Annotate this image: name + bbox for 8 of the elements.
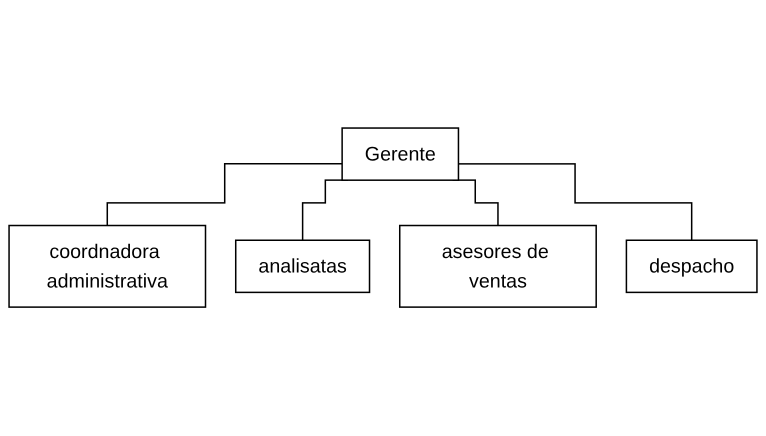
connector (458, 164, 692, 242)
node-box (341, 128, 460, 182)
node-box (8, 225, 206, 308)
node-box (626, 240, 758, 294)
connector (106, 163, 342, 227)
node-box (234, 240, 370, 294)
org-chart: Gerente coordnadora administrativa analisatas asesores de ventas despacho (3, 122, 763, 314)
node-box (398, 225, 597, 308)
